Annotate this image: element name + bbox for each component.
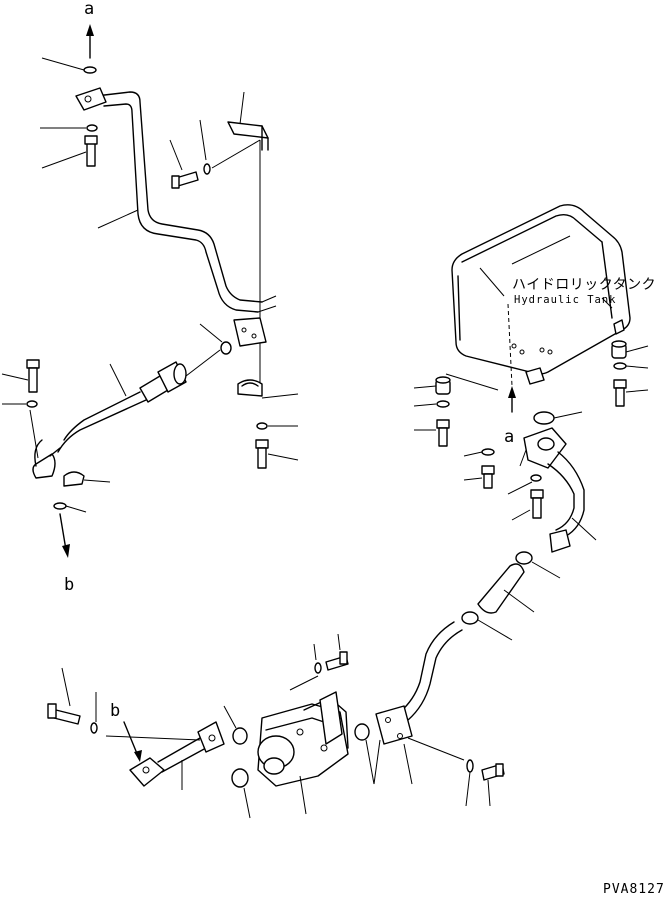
- bolt: [28, 367, 38, 393]
- washer: [530, 474, 542, 482]
- pump-shaft: [263, 757, 285, 775]
- washer: [481, 448, 495, 456]
- bolt-head: [530, 489, 544, 499]
- connection-label-a-tank: a: [504, 427, 514, 447]
- bolt-washer-set-2: [169, 119, 211, 189]
- hydraulic-tank: ハイドロリックタンク Hydraulic Tank: [451, 204, 656, 387]
- washer: [90, 722, 98, 734]
- pump-o-rings: [223, 705, 375, 819]
- bolt: [615, 387, 625, 407]
- pump-mount-bracket: [319, 691, 343, 745]
- bolt-head: [171, 175, 180, 189]
- o-ring: [220, 341, 232, 355]
- bolt-head: [436, 419, 450, 429]
- bolt-head: [495, 763, 504, 777]
- washer: [203, 163, 211, 175]
- hose-end-flange: [32, 453, 56, 479]
- bolt: [438, 427, 448, 447]
- washer: [256, 422, 268, 430]
- hydraulic-pump: [257, 675, 349, 815]
- hose-fitting: [173, 363, 187, 385]
- washer: [436, 400, 450, 408]
- bolt-head: [84, 135, 98, 145]
- connection-arrow-b-pump: b: [110, 701, 142, 762]
- washer: [613, 362, 627, 370]
- connection-arrow-b-left: b: [59, 513, 74, 595]
- bolt-head: [613, 379, 627, 389]
- washer: [86, 124, 98, 132]
- tank-name-japanese: ハイドロリックタンク: [512, 277, 656, 293]
- tube-flange: [375, 705, 413, 745]
- o-ring: [354, 723, 370, 741]
- o-ring: [53, 502, 67, 510]
- connection-arrow-a-top: a: [41, 0, 97, 74]
- bolt-head: [481, 465, 495, 475]
- bolt-washer-set-7: [47, 667, 98, 734]
- bolt: [532, 497, 542, 519]
- bolt-washer-set-4: [463, 448, 544, 521]
- o-ring: [232, 727, 248, 745]
- connection-label-a-top: a: [84, 0, 94, 19]
- bracket-upper: [211, 91, 269, 385]
- bolt: [53, 709, 81, 725]
- half-clamps: [53, 471, 111, 513]
- tube-clamp-block: [199, 317, 267, 355]
- tube-block: [129, 757, 165, 787]
- hose: [477, 563, 525, 614]
- tank-mount-left: [413, 373, 499, 447]
- pump-delivery-tube: [105, 721, 225, 790]
- connection-label-b-pump: b: [110, 701, 120, 721]
- hose-clamp: [515, 551, 533, 565]
- bolt-head: [339, 651, 348, 665]
- washer: [26, 400, 38, 408]
- bolt: [483, 473, 493, 489]
- hose-clamp: [461, 611, 479, 625]
- tank-name-english: Hydraulic Tank: [514, 294, 617, 306]
- bolt-washer-set-3: [1, 359, 40, 459]
- bolt-washer-set-1: [40, 124, 98, 169]
- bolt: [86, 141, 96, 167]
- suction-tube-lower: [373, 621, 465, 785]
- bolt-head: [255, 439, 269, 449]
- drawing-code: PVA8127: [603, 882, 665, 897]
- connection-label-b-left: b: [64, 575, 74, 595]
- connection-arrow-a-tank: a: [504, 386, 583, 447]
- bolt-washer-set-5: [465, 759, 505, 807]
- washer: [314, 662, 322, 674]
- bolt-head: [26, 359, 40, 369]
- suction-tube-upper: [75, 87, 277, 313]
- suction-tube-right: [519, 427, 597, 553]
- bolt: [257, 447, 267, 469]
- o-ring: [231, 768, 249, 788]
- hose-joint-right: [461, 551, 561, 641]
- hydraulic-hose: [32, 349, 221, 479]
- o-ring: [83, 66, 97, 74]
- clamp-mid: [237, 379, 299, 469]
- o-ring: [533, 411, 555, 425]
- tank-mount-right: [611, 340, 649, 407]
- washer: [466, 759, 474, 773]
- bolt-head: [47, 703, 57, 719]
- bolt-washer-set-6: [313, 633, 349, 674]
